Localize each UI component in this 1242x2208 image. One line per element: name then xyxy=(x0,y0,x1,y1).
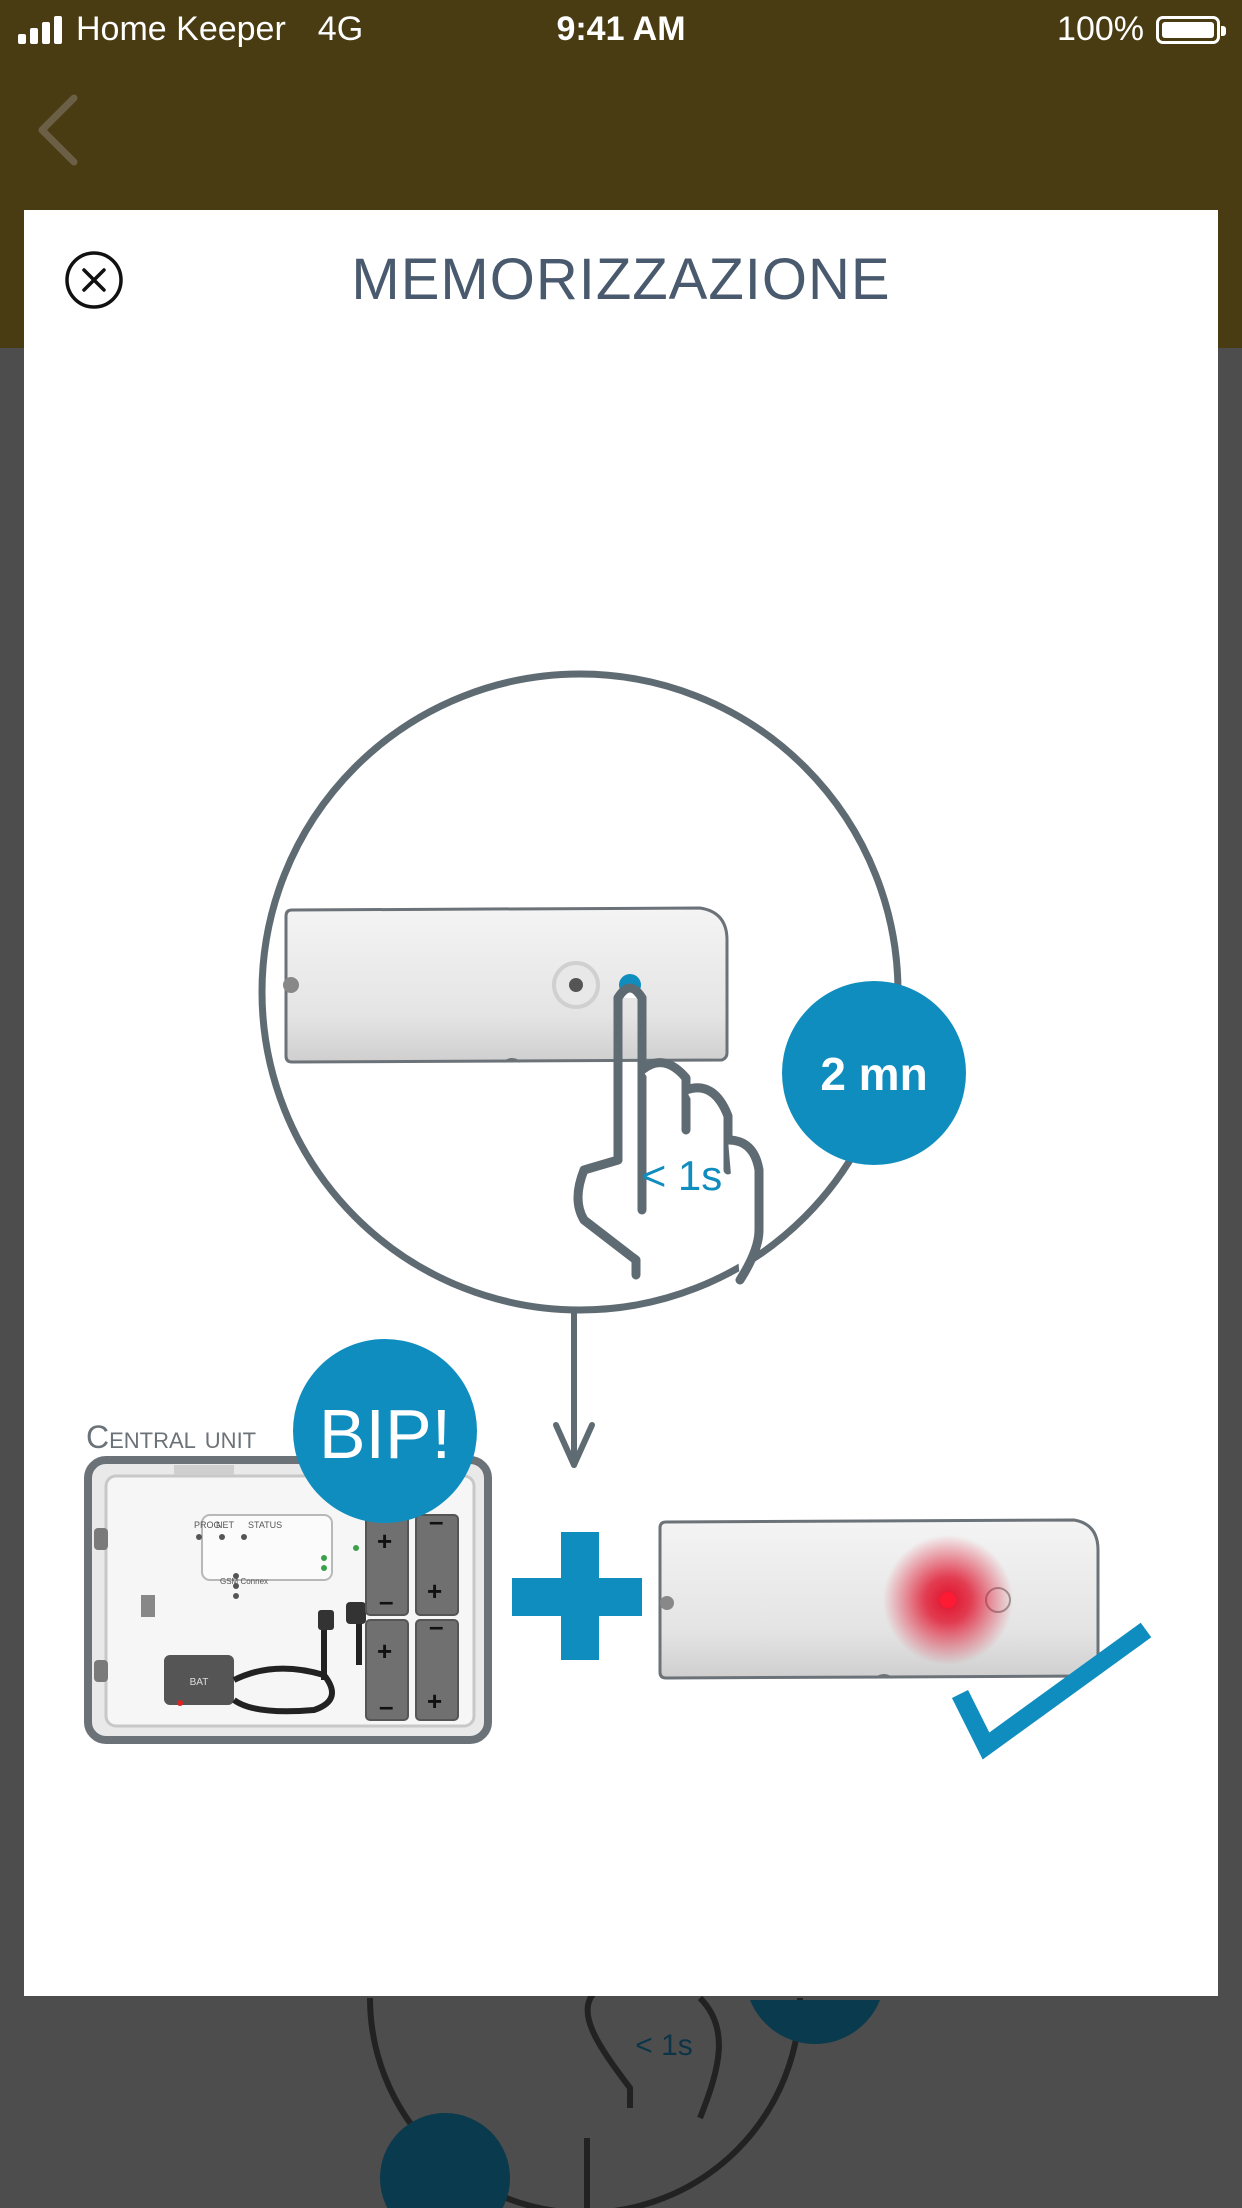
signal-icon xyxy=(18,15,62,44)
background-illustration: < 1s xyxy=(367,1985,880,2208)
panel-label-gsm: GSM Connex xyxy=(220,1577,268,1586)
svg-text:–: – xyxy=(379,1691,393,1721)
red-led xyxy=(940,1592,956,1608)
bg-duration-text: < 1s xyxy=(635,2029,693,2062)
panel-label-status: STATUS xyxy=(248,1520,282,1530)
back-chevron-icon[interactable] xyxy=(30,90,90,170)
svg-text:+: + xyxy=(427,1576,442,1606)
beep-badge xyxy=(293,1339,477,1523)
arrow-down-icon xyxy=(553,1307,595,1468)
memorization-modal: < 1s 2 mn Central unit PROG NET STATUS G… xyxy=(24,210,1218,1996)
detector-device-zoomed xyxy=(283,906,729,1064)
status-time: 9:41 AM xyxy=(556,10,686,48)
close-icon[interactable] xyxy=(64,250,124,310)
bg-badge xyxy=(750,2000,880,2045)
central-unit: Central unit PROG NET STATUS GSM Connex … xyxy=(84,1419,492,1744)
plus-icon xyxy=(512,1532,642,1660)
svg-text:–: – xyxy=(429,1611,443,1641)
modal-title: MEMORIZZAZIONE xyxy=(351,247,891,312)
bg-badge-bottom xyxy=(380,2113,510,2208)
battery-percent: 100% xyxy=(1057,10,1144,48)
svg-text:+: + xyxy=(427,1686,442,1716)
status-bar: Home Keeper 4G 9:41 AM 100% xyxy=(0,0,1242,64)
svg-text:+: + xyxy=(377,1636,392,1666)
timer-badge xyxy=(782,981,966,1165)
panel-label-bat: BAT xyxy=(190,1677,209,1688)
hand-press-icon xyxy=(573,983,764,1285)
central-unit-label: Central unit xyxy=(86,1419,256,1455)
timer-badge-text: 2 mn xyxy=(820,1048,927,1100)
check-mark-icon xyxy=(951,1622,1152,1760)
svg-text:–: – xyxy=(379,1586,393,1616)
battery-pack xyxy=(365,1514,459,1721)
beep-badge-text: BIP! xyxy=(319,1395,451,1473)
svg-text:–: – xyxy=(429,1506,443,1536)
network-type: 4G xyxy=(317,10,364,48)
memorization-illustration: < 1s 2 mn Central unit PROG NET STATUS G… xyxy=(84,670,1152,1760)
panel-label-prog: PROG xyxy=(194,1520,221,1530)
panel-label-net: NET xyxy=(216,1520,235,1530)
svg-text:+: + xyxy=(377,1526,392,1556)
detector-device-paired xyxy=(658,1518,1100,1680)
carrier-name: Home Keeper xyxy=(76,10,286,48)
press-duration-label: < 1s xyxy=(642,1152,723,1199)
battery-icon xyxy=(1156,15,1226,44)
